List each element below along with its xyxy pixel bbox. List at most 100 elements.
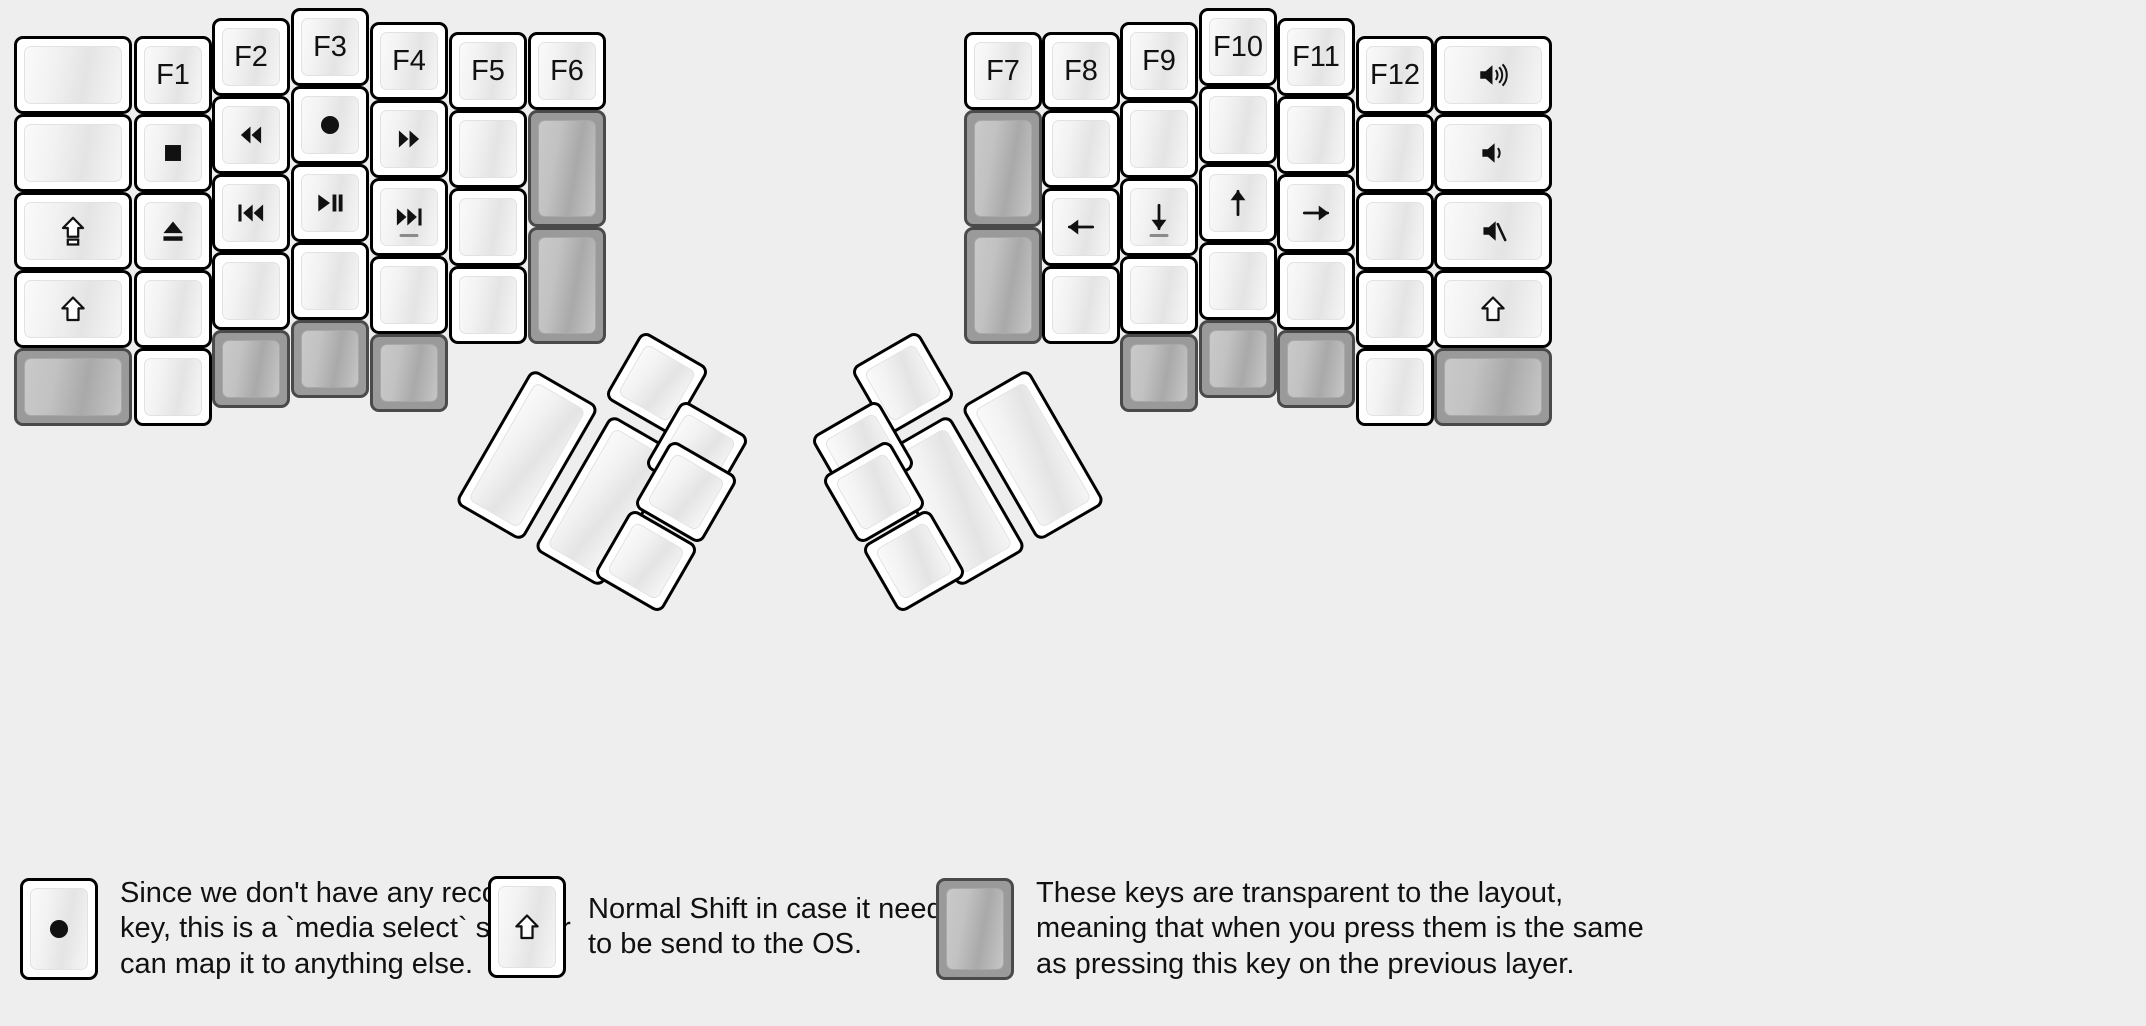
record-icon (313, 108, 347, 142)
next-track-icon (392, 200, 426, 234)
shift-icon (56, 292, 90, 326)
col-index-key-3[interactable] (370, 178, 448, 256)
col-pinky-r-key-2[interactable] (1277, 96, 1355, 174)
col-ring-r-key-4[interactable] (1199, 242, 1277, 320)
col-pinky-key-3[interactable] (134, 192, 212, 270)
col-index-key-4[interactable] (370, 256, 448, 334)
col-ring-r-key-5[interactable] (1199, 320, 1277, 398)
legend-sample-key-2[interactable] (488, 876, 566, 978)
caps-lock-icon (56, 214, 90, 248)
shift-icon (1476, 292, 1510, 326)
key-cap (222, 340, 280, 398)
col-inner-key-2[interactable] (528, 110, 606, 227)
shift-icon (510, 910, 544, 944)
homing-bar (399, 234, 419, 237)
arrow-up-icon (1221, 186, 1255, 220)
col-ring-key-4[interactable] (212, 252, 290, 330)
col-pinky-r-key-3[interactable] (1277, 174, 1355, 252)
key-cap (1052, 120, 1110, 178)
col-index-inner-r-key-2[interactable] (964, 110, 1042, 227)
col-middle-key-5[interactable] (291, 320, 369, 398)
col-index-r-key-2[interactable] (1042, 110, 1120, 188)
key-cap (301, 330, 359, 388)
col-middle-r-key-1[interactable]: F9 (1120, 22, 1198, 100)
col-outer-r-key-5[interactable] (1434, 348, 1552, 426)
prev-track-icon (234, 196, 268, 230)
key-cap (1366, 124, 1424, 182)
col-outer-r-key-2[interactable] (1434, 114, 1552, 192)
homing-bar (1149, 234, 1169, 237)
col-ring-r-key-3[interactable] (1199, 164, 1277, 242)
col-pinky-r-key-4[interactable] (1277, 252, 1355, 330)
col-index-key-1[interactable]: F4 (370, 22, 448, 100)
key-cap (1366, 280, 1424, 338)
col-pinky-r-key-5[interactable] (1277, 330, 1355, 408)
col-ring-key-2[interactable] (212, 96, 290, 174)
col-pinky-outer-key-2[interactable] (14, 114, 132, 192)
col-pinky-outer-r-key-1[interactable]: F12 (1356, 36, 1434, 114)
key-cap (1287, 106, 1345, 164)
col-index-key-2[interactable] (370, 100, 448, 178)
col-index-key-5[interactable] (370, 334, 448, 412)
col-inner-key-1[interactable]: F6 (528, 32, 606, 110)
col-middle-key-2[interactable] (291, 86, 369, 164)
key-cap (606, 521, 686, 601)
col-pinky-outer-r-key-5[interactable] (1356, 348, 1434, 426)
col-index-inner-key-1[interactable]: F5 (449, 32, 527, 110)
col-outer-r-key-1[interactable] (1434, 36, 1552, 114)
key-cap (538, 120, 596, 217)
col-middle-r-key-5[interactable] (1120, 334, 1198, 412)
col-index-inner-key-2[interactable] (449, 110, 527, 188)
col-outer-r-key-4[interactable] (1434, 270, 1552, 348)
key-label: F6 (550, 54, 584, 87)
col-index-inner-r-key-1[interactable]: F7 (964, 32, 1042, 110)
col-ring-key-3[interactable] (212, 174, 290, 252)
col-index-r-key-3[interactable] (1042, 188, 1120, 266)
col-pinky-key-4[interactable] (134, 270, 212, 348)
key-cap (459, 120, 517, 178)
key-cap (1209, 330, 1267, 388)
col-pinky-outer-key-5[interactable] (14, 348, 132, 426)
col-middle-key-4[interactable] (291, 242, 369, 320)
col-inner-key-3[interactable] (528, 227, 606, 344)
col-pinky-key-5[interactable] (134, 348, 212, 426)
col-pinky-outer-key-4[interactable] (14, 270, 132, 348)
key-cap: F10 (1209, 18, 1267, 76)
col-index-inner-key-4[interactable] (449, 266, 527, 344)
legend-sample-key-3[interactable] (936, 878, 1014, 981)
col-outer-r-key-3[interactable] (1434, 192, 1552, 270)
key-cap (1209, 252, 1267, 310)
col-ring-key-5[interactable] (212, 330, 290, 408)
fast-forward-icon (392, 122, 426, 156)
col-pinky-key-1[interactable]: F1 (134, 36, 212, 114)
col-pinky-key-2[interactable] (134, 114, 212, 192)
key-cap: F9 (1130, 32, 1188, 90)
col-middle-r-key-4[interactable] (1120, 256, 1198, 334)
col-pinky-outer-key-1[interactable] (14, 36, 132, 114)
key-cap (144, 280, 202, 338)
legend-sample-key-1[interactable] (20, 878, 98, 981)
col-pinky-outer-r-key-2[interactable] (1356, 114, 1434, 192)
col-index-r-key-4[interactable] (1042, 266, 1120, 344)
key-cap (222, 262, 280, 320)
col-ring-key-1[interactable]: F2 (212, 18, 290, 96)
col-pinky-r-key-1[interactable]: F11 (1277, 18, 1355, 96)
key-cap (834, 452, 914, 532)
col-middle-key-1[interactable]: F3 (291, 8, 369, 86)
col-middle-r-key-2[interactable] (1120, 100, 1198, 178)
col-index-inner-key-3[interactable] (449, 188, 527, 266)
col-ring-r-key-1[interactable]: F10 (1199, 8, 1277, 86)
key-cap (380, 266, 438, 324)
legend-text-2: Normal Shift in case it needs to be send… (588, 892, 958, 960)
legend-key-3 (936, 878, 1014, 981)
col-middle-key-3[interactable] (291, 164, 369, 242)
col-index-r-key-1[interactable]: F8 (1042, 32, 1120, 110)
col-index-inner-r-key-3[interactable] (964, 227, 1042, 344)
col-middle-r-key-3[interactable] (1120, 178, 1198, 256)
col-pinky-outer-r-key-4[interactable] (1356, 270, 1434, 348)
key-cap (380, 188, 438, 246)
col-pinky-outer-r-key-3[interactable] (1356, 192, 1434, 270)
col-ring-r-key-2[interactable] (1199, 86, 1277, 164)
key-cap (646, 452, 726, 532)
col-pinky-outer-key-3[interactable] (14, 192, 132, 270)
